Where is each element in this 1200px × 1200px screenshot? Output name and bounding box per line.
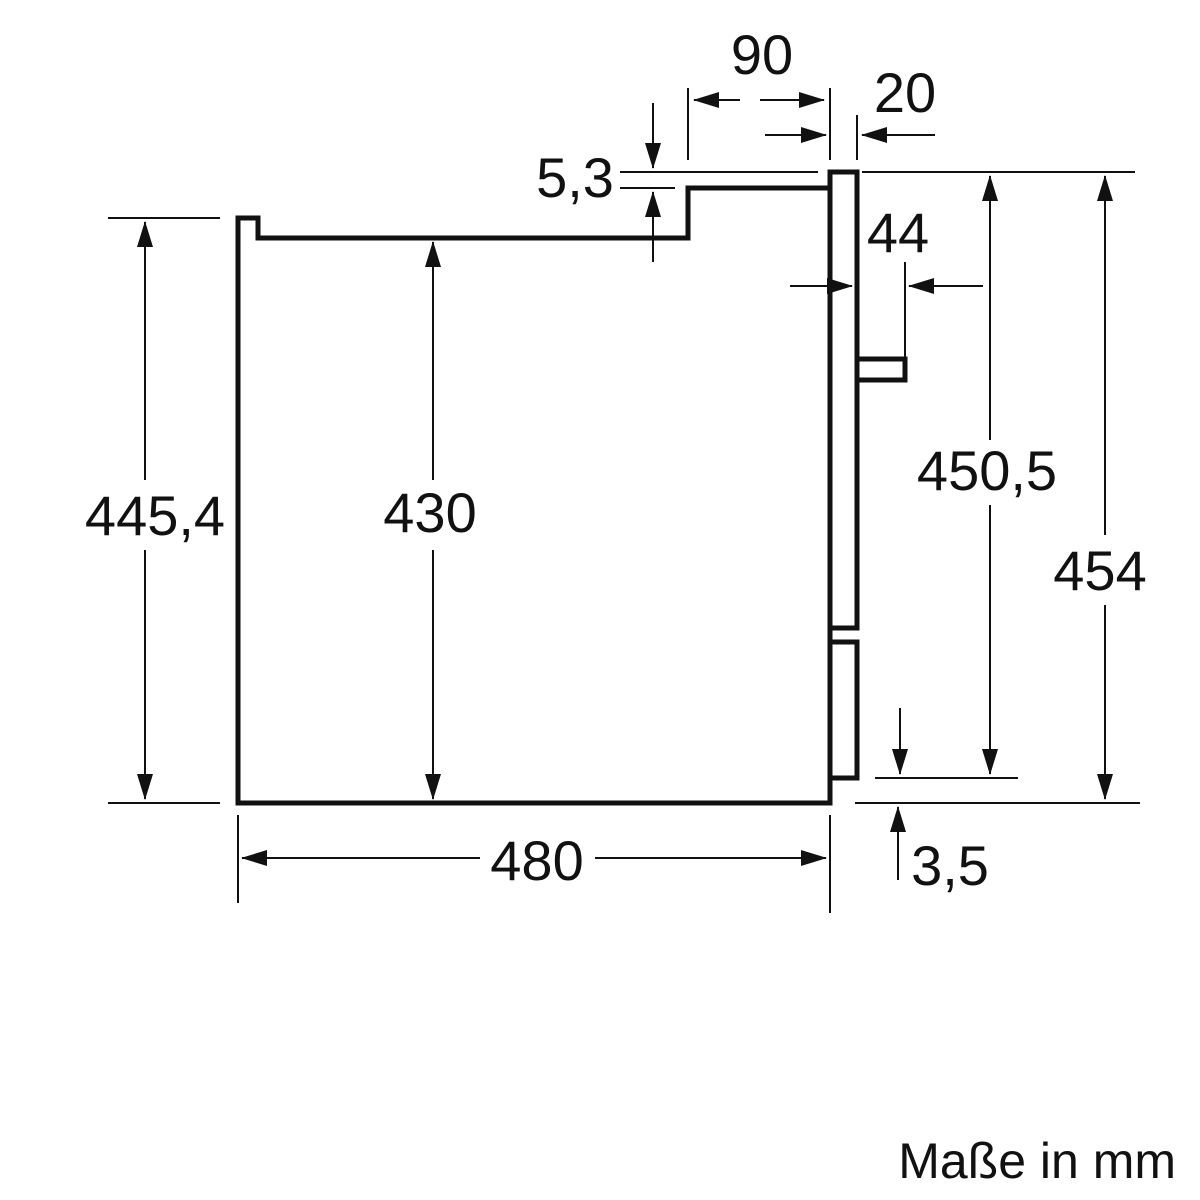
- label-445-4: 445,4: [85, 484, 225, 547]
- front-panel-upper: [827, 169, 860, 631]
- units-note: Maße in mm: [898, 1133, 1176, 1189]
- label-5-3: 5,3: [536, 146, 614, 209]
- door-handle: [854, 356, 908, 383]
- label-430: 430: [383, 481, 476, 544]
- appliance-outline: [235, 169, 908, 806]
- dimension-lines: [137, 92, 1113, 880]
- label-480: 480: [490, 829, 583, 892]
- label-454: 454: [1053, 539, 1146, 602]
- label-3-5: 3,5: [911, 834, 989, 897]
- dimension-labels: 90 20 5,3 44 445,4 430 450,5 454 480 3,5: [85, 23, 1147, 897]
- extension-lines: [108, 88, 1140, 913]
- label-90: 90: [731, 23, 793, 86]
- housing-profile: [235, 185, 833, 806]
- front-panel-lower: [827, 639, 860, 781]
- label-450-5: 450,5: [917, 439, 1057, 502]
- label-20: 20: [874, 61, 936, 124]
- label-44: 44: [867, 201, 929, 264]
